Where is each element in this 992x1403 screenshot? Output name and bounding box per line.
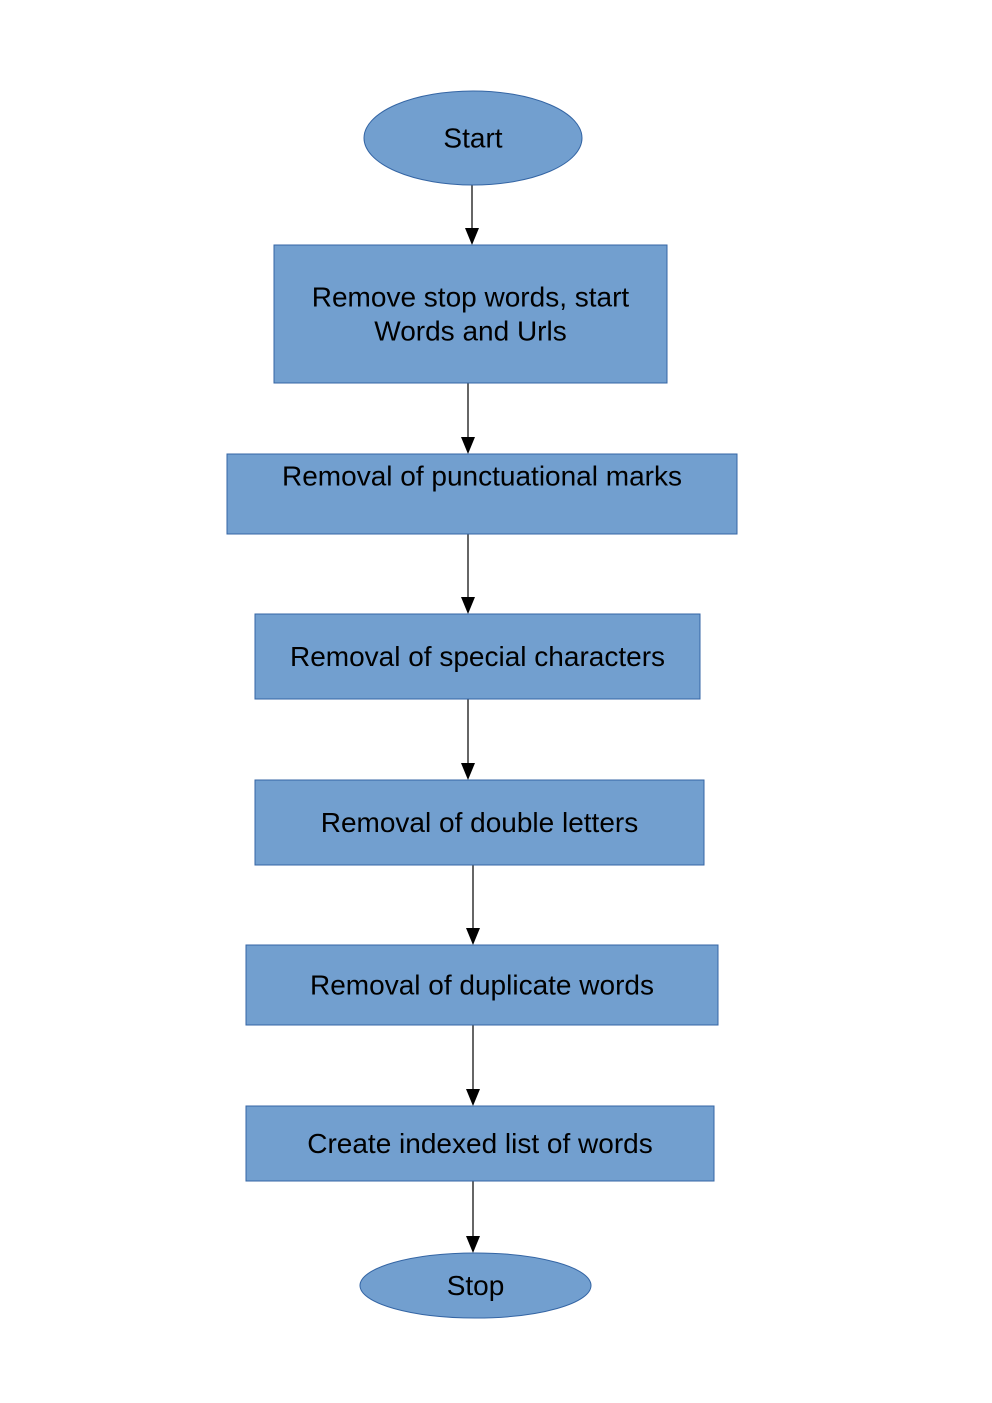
node-label: Removal of punctuational marks [282,461,682,492]
node-removal-double-letters: Removal of double letters [254,779,705,866]
arrow-head [466,928,480,945]
node-label: Removal of duplicate words [310,970,654,1001]
arrow-removal-special-chars-to-removal-double-letters [461,699,475,780]
arrow-removal-punctuation-to-removal-special-chars [461,534,475,614]
process-box [254,779,705,866]
node-label: Stop [447,1270,505,1301]
node-label: Removal of double letters [321,807,639,838]
arrow-head [461,437,475,454]
arrow-head [466,1236,480,1253]
node-removal-punctuation: Removal of punctuational marks [226,453,738,535]
arrow-head [465,228,479,245]
node-label: Words and Urls [374,316,566,347]
terminator-ellipse [363,90,583,186]
arrow-head [466,1089,480,1106]
node-stop: Stop [359,1252,592,1319]
process-box [226,453,738,535]
node-create-indexed-list: Create indexed list of words [245,1105,715,1182]
node-label: Removal of special characters [290,641,665,672]
arrow-removal-double-letters-to-removal-duplicate-words [466,865,480,945]
arrow-removal-duplicate-words-to-create-indexed-list [466,1025,480,1106]
arrow-remove-stop-words-to-removal-punctuation [461,383,475,454]
process-box [273,244,668,384]
process-box [245,944,719,1026]
node-label: Create indexed list of words [307,1128,653,1159]
arrow-start-to-remove-stop-words [465,185,479,245]
node-removal-special-chars: Removal of special characters [254,613,701,700]
process-box [245,1105,715,1182]
node-label: Remove stop words, start [312,282,630,313]
terminator-ellipse [359,1252,592,1319]
arrow-head [461,763,475,780]
node-removal-duplicate-words: Removal of duplicate words [245,944,719,1026]
node-start: Start [363,90,583,186]
arrow-create-indexed-list-to-stop [466,1181,480,1253]
edges-layer [461,185,480,1253]
process-box [254,613,701,700]
node-label: Start [443,123,502,154]
arrow-head [461,597,475,614]
